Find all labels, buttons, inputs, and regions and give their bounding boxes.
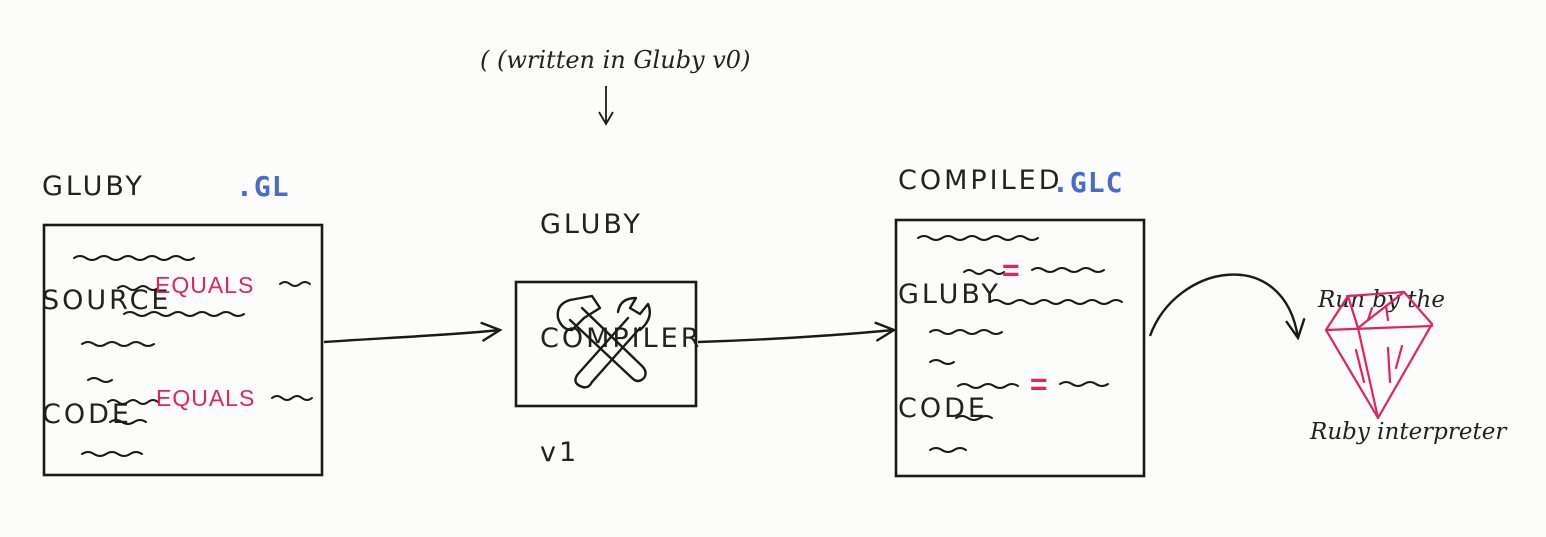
source-label-line-1: GLUBY [42, 171, 145, 202]
compiled-label-line-2: GLUBY [898, 279, 1001, 310]
arrow-source-to-compiler [323, 330, 500, 344]
source-code-label: GLUBY SOURCE CODE [42, 92, 171, 472]
compiler-label-line-3: v1 [540, 437, 580, 468]
source-extension: .GL [236, 170, 290, 203]
source-keyword-equals-2: EQUALS [156, 385, 256, 411]
arrow-compiler-to-compiled [697, 330, 894, 344]
source-keyword-equals-1: EQUALS [155, 272, 255, 298]
compiled-extension: .GLC [1052, 166, 1124, 199]
source-label-line-3: CODE [42, 399, 132, 430]
runtime-note-line-2: Ruby interpreter [1310, 419, 1507, 445]
compiler-note: ( (written in Gluby v0) [480, 46, 751, 74]
compiled-label-line-1: COMPILED [898, 165, 1063, 196]
arrow-compiled-to-ruby [1148, 273, 1298, 338]
compiled-code-lines [917, 235, 1123, 453]
note-down-arrow [598, 86, 614, 126]
compiled-operator-1: = [1002, 254, 1021, 287]
compiled-code-document [894, 218, 1146, 478]
hammer-wrench-icon [556, 294, 651, 389]
runtime-note: Run by the Ruby interpreter [1310, 190, 1506, 498]
source-code-lines [73, 255, 313, 457]
source-code-document [42, 223, 324, 477]
ruby-gem-icon [1324, 290, 1434, 420]
compiled-operator-2: = [1030, 368, 1049, 401]
compiler-label-line-1: GLUBY [540, 209, 643, 240]
compiler-box [514, 280, 698, 408]
source-label-line-2: SOURCE [42, 285, 172, 316]
